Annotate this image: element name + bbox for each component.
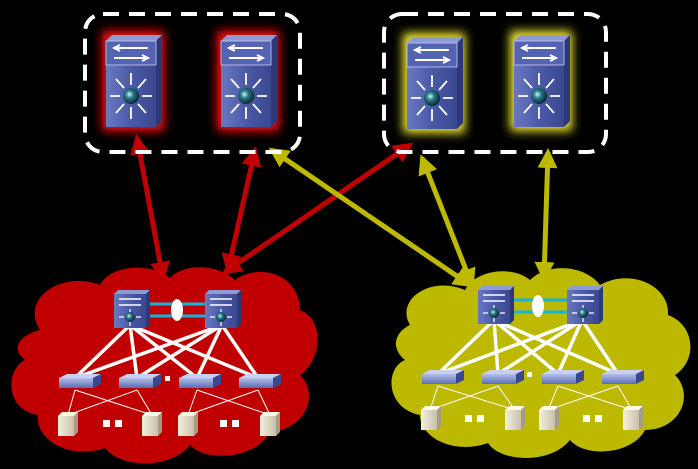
leaf-switch — [179, 374, 221, 388]
uplink-red-1 — [130, 134, 170, 282]
server-icon — [539, 406, 559, 430]
pod-right — [421, 286, 644, 430]
pod-left-access-links — [67, 389, 271, 416]
server-ellipsis-3 — [465, 415, 484, 422]
server-icon — [260, 412, 280, 436]
pod-right-cloud — [391, 268, 691, 458]
leaf-switch — [542, 370, 584, 384]
server-icon — [505, 406, 525, 430]
server-icon — [623, 406, 643, 430]
pod-left-leaves — [59, 374, 281, 388]
leaf-switch — [422, 370, 464, 384]
pod-left-cloud — [11, 267, 318, 464]
uplink-yellow-3 — [534, 148, 558, 282]
core-switch-3 — [403, 33, 465, 133]
server-ellipsis-2 — [220, 420, 239, 427]
core-switch-1 — [102, 31, 164, 131]
server-icon — [142, 412, 162, 436]
core-switch-2 — [217, 31, 279, 131]
pod-left-servers — [58, 412, 280, 436]
core-group-left-frame — [83, 12, 302, 154]
pod-right-leaves — [422, 370, 644, 384]
pod-right-mesh — [436, 318, 620, 376]
core-group-right-frame — [382, 12, 608, 154]
leaf-switch — [239, 374, 281, 388]
core-group-left — [83, 12, 302, 154]
leaf-switch — [59, 374, 101, 388]
pod-right-servers — [421, 406, 643, 430]
leaf-ellipsis — [165, 376, 170, 381]
pod-right-peer-link — [508, 295, 570, 317]
leaf-switch — [482, 370, 524, 384]
server-icon — [178, 412, 198, 436]
pod-left-mesh — [73, 323, 260, 380]
uplinks — [130, 134, 558, 289]
pod-left-peer-link — [145, 299, 208, 321]
pod-left-spine-2 — [205, 290, 241, 328]
pod-left — [58, 290, 281, 436]
pod-left-spine-1 — [114, 290, 150, 328]
pod-right-spine-2 — [567, 286, 603, 324]
core-switch-4 — [510, 31, 572, 131]
leaf-ellipsis — [527, 372, 532, 377]
server-ellipsis-1 — [103, 420, 122, 427]
server-icon — [58, 412, 78, 436]
pod-right-spine-1 — [478, 286, 514, 324]
uplink-yellow-2 — [418, 154, 476, 289]
server-ellipsis-4 — [583, 415, 602, 422]
leaf-switch — [119, 374, 161, 388]
core-group-right — [382, 12, 608, 154]
server-icon — [421, 406, 441, 430]
leaf-switch — [602, 370, 644, 384]
